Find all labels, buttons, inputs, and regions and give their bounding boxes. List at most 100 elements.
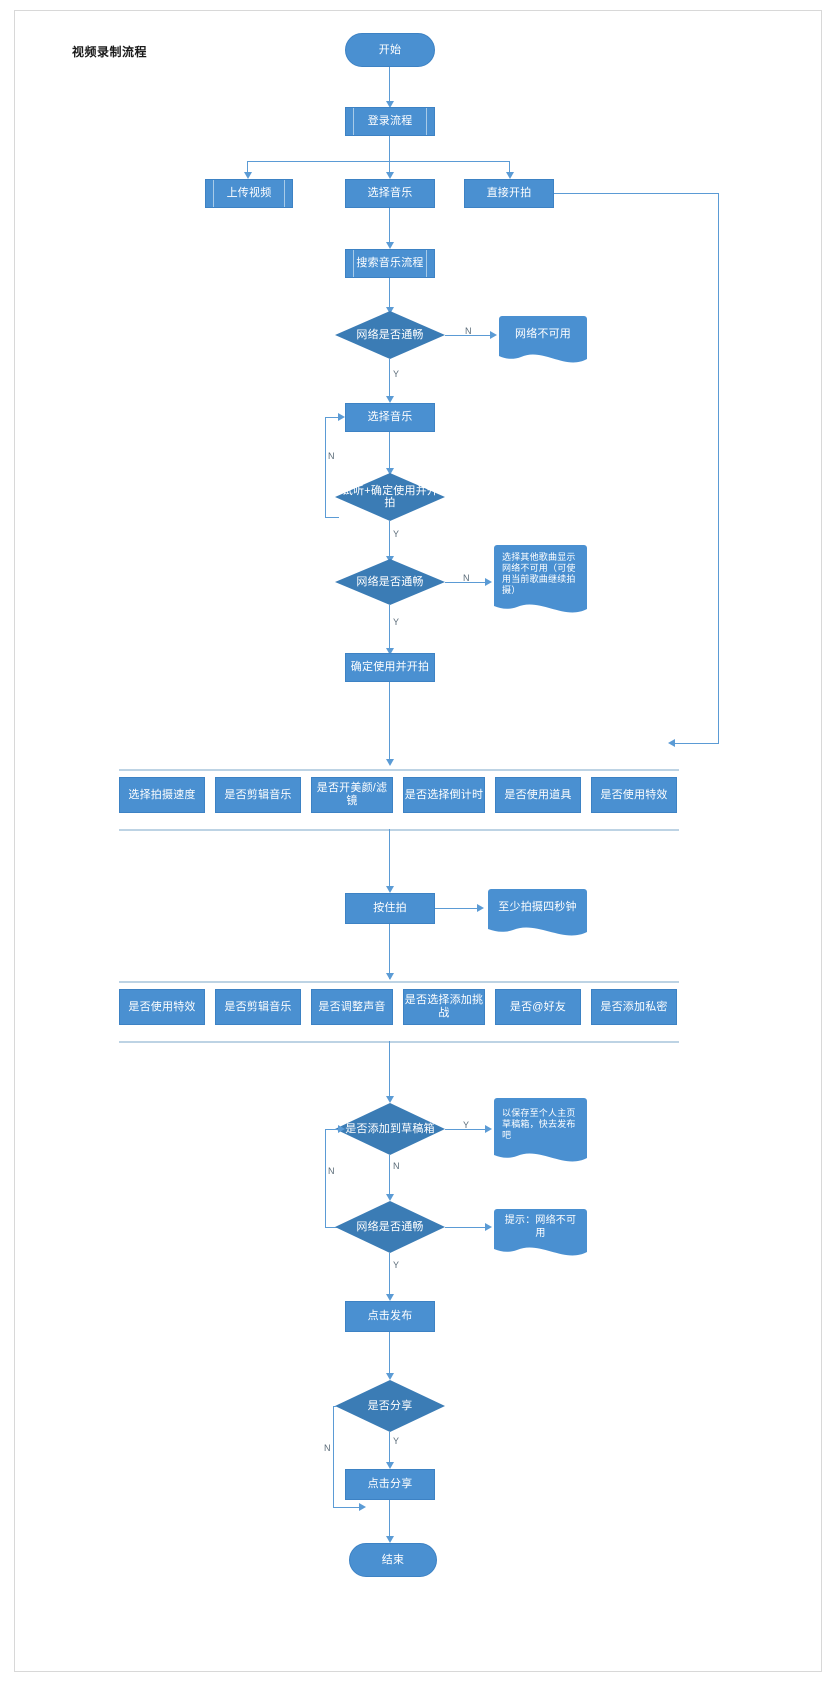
edge-label-y1: Y xyxy=(393,369,400,379)
node-start[interactable]: 开始 xyxy=(345,33,435,67)
arrow-down-login xyxy=(386,101,394,108)
arrow-right-note-nettip xyxy=(485,1223,492,1231)
node-add-to-draft[interactable]: 是否添加到草稿箱 xyxy=(335,1103,445,1155)
note-network-tip-label: 提示：网络不可用 xyxy=(504,1215,577,1239)
edge-net1-y xyxy=(389,359,390,399)
note-draft-saved[interactable]: 以保存至个人主页草稿箱，快去发布吧 xyxy=(494,1098,587,1162)
arrow-right-back-draft xyxy=(338,1125,345,1133)
node-search-music-flow[interactable]: 搜索音乐流程 xyxy=(345,249,435,278)
option2-item-3[interactable]: 是否选择添加挑战 xyxy=(403,989,485,1025)
edge-label-y4: Y xyxy=(463,1120,470,1130)
node-upload-video[interactable]: 上传视频 xyxy=(205,179,293,208)
edge-share-n-to-end xyxy=(333,1507,359,1508)
flowchart-canvas: 视频录制流程 开始 登录流程 上传视频 选择音乐 直接开拍 搜索音乐流程 网 xyxy=(14,10,822,1672)
node-select-music[interactable]: 选择音乐 xyxy=(345,179,435,208)
edge-preview-n-back xyxy=(325,417,338,418)
node-start-label: 开始 xyxy=(378,43,402,56)
edge-label-y6: Y xyxy=(393,1436,400,1446)
node-share-question[interactable]: 是否分享 xyxy=(335,1380,445,1432)
note-other-song-label: 选择其他歌曲显示网络不可用（可使用当前歌曲继续拍摄） xyxy=(502,551,576,595)
node-choose-music-2[interactable]: 选择音乐 xyxy=(345,403,435,432)
edge-options1-down xyxy=(389,829,390,889)
diagram-title: 视频录制流程 xyxy=(72,45,148,59)
note-other-song[interactable]: 选择其他歌曲显示网络不可用（可使用当前歌曲继续拍摄） xyxy=(494,545,587,613)
edge-net3-n-top xyxy=(325,1129,338,1130)
node-click-share[interactable]: 点击分享 xyxy=(345,1469,435,1500)
edge-hold-down xyxy=(389,924,390,979)
note-min-four-seconds[interactable]: 至少拍摄四秒钟 xyxy=(488,889,587,936)
edge-label-n5: N xyxy=(328,1166,335,1176)
node-confirm-shoot[interactable]: 确定使用并开拍 xyxy=(345,653,435,682)
node-network-check-3-label: 网络是否通畅 xyxy=(356,1221,424,1233)
edge-fork-right xyxy=(509,161,510,175)
option2-item-1[interactable]: 是否剪辑音乐 xyxy=(215,989,301,1025)
node-share-question-label: 是否分享 xyxy=(367,1400,413,1412)
node-end-label: 结束 xyxy=(381,1553,405,1566)
arrow-down-options2 xyxy=(386,973,394,980)
separator-top-options1 xyxy=(119,769,679,771)
node-login-flow[interactable]: 登录流程 xyxy=(345,107,435,136)
note-min-four-seconds-label: 至少拍摄四秒钟 xyxy=(498,900,577,913)
edge-preview-n-v xyxy=(325,417,326,517)
edge-publish-down xyxy=(389,1332,390,1376)
node-end[interactable]: 结束 xyxy=(349,1543,437,1577)
node-network-check-1[interactable]: 网络是否通畅 xyxy=(335,311,445,359)
separator-bottom-options2 xyxy=(119,1041,679,1043)
note-network-tip[interactable]: 提示：网络不可用 xyxy=(494,1209,587,1256)
option2-item-0[interactable]: 是否使用特效 xyxy=(119,989,205,1025)
node-shoot-directly[interactable]: 直接开拍 xyxy=(464,179,554,208)
edge-preview-n-h xyxy=(325,517,339,518)
option1-item-3[interactable]: 是否选择倒计时 xyxy=(403,777,485,813)
arrow-right-note-othersong xyxy=(485,578,492,586)
arrow-right-note-fourseconds xyxy=(477,904,484,912)
edge-net2-n xyxy=(445,582,485,583)
option2-item-5[interactable]: 是否添加私密 xyxy=(591,989,677,1025)
arrow-right-note-draft xyxy=(485,1125,492,1133)
edge-start-to-login xyxy=(389,67,390,104)
arrow-down-net1 xyxy=(386,307,394,314)
arrow-down-options1 xyxy=(386,759,394,766)
arrow-down-shootdirect xyxy=(506,172,514,179)
edge-label-n3: N xyxy=(463,573,470,583)
option1-item-0[interactable]: 选择拍摄速度 xyxy=(119,777,205,813)
option1-item-1[interactable]: 是否剪辑音乐 xyxy=(215,777,301,813)
edge-preview-y xyxy=(389,521,390,559)
arrow-down-preview xyxy=(386,468,394,475)
option2-item-2-label: 是否调整声音 xyxy=(318,1000,386,1013)
node-click-publish-label: 点击发布 xyxy=(367,1310,413,1322)
note-network-unavailable-1[interactable]: 网络不可用 xyxy=(499,316,587,363)
node-login-flow-label: 登录流程 xyxy=(367,115,413,127)
node-preview-confirm[interactable]: 试听+确定使用并开拍 xyxy=(335,473,445,521)
wave-bottom xyxy=(488,922,587,938)
edge-net1-n xyxy=(445,335,490,336)
option2-item-5-label: 是否添加私密 xyxy=(600,1000,668,1013)
node-network-check-3[interactable]: 网络是否通畅 xyxy=(335,1201,445,1253)
arrow-down-choosemusic2 xyxy=(386,396,394,403)
node-shoot-directly-label: 直接开拍 xyxy=(486,187,532,199)
node-click-share-label: 点击分享 xyxy=(367,1478,413,1490)
wave-bottom xyxy=(494,1148,587,1164)
option1-item-4[interactable]: 是否使用道具 xyxy=(495,777,581,813)
arrow-right-end xyxy=(359,1503,366,1511)
option1-item-2[interactable]: 是否开美颜/滤镜 xyxy=(311,777,393,813)
edge-share-y xyxy=(389,1432,390,1465)
node-click-publish[interactable]: 点击发布 xyxy=(345,1301,435,1332)
option2-item-2[interactable]: 是否调整声音 xyxy=(311,989,393,1025)
wave-bottom xyxy=(494,1242,587,1258)
node-network-check-2[interactable]: 网络是否通畅 xyxy=(335,559,445,605)
option1-item-5[interactable]: 是否使用特效 xyxy=(591,777,677,813)
edge-label-n1: N xyxy=(465,326,472,336)
option2-item-4[interactable]: 是否@好友 xyxy=(495,989,581,1025)
edge-fork-mid xyxy=(389,161,390,175)
wave-bottom xyxy=(499,349,587,365)
node-select-music-label: 选择音乐 xyxy=(367,187,413,199)
option2-item-0-label: 是否使用特效 xyxy=(128,1000,196,1013)
wave-bottom xyxy=(494,599,587,615)
edge-fork-left xyxy=(247,161,248,175)
edge-shoot-right xyxy=(554,193,719,194)
edge-label-y5: Y xyxy=(393,1260,400,1270)
edge-share-n-v xyxy=(333,1406,334,1507)
edge-search-down xyxy=(389,278,390,310)
edge-music-down xyxy=(389,208,390,245)
node-hold-to-shoot[interactable]: 按住拍 xyxy=(345,893,435,924)
